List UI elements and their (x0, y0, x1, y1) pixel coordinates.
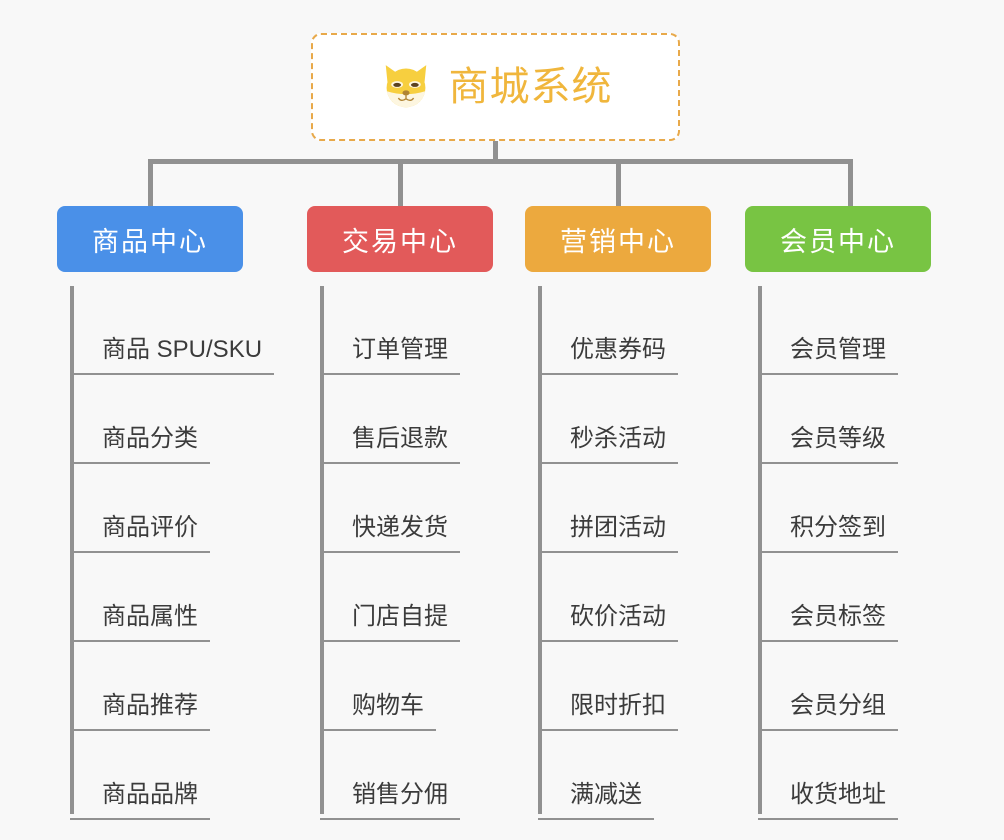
list-item[interactable]: 收货地址 (758, 731, 931, 820)
list-item[interactable]: 砍价活动 (538, 553, 711, 642)
column-header-product-center[interactable]: 商品中心 (57, 206, 243, 272)
connector-root-stem (493, 141, 498, 164)
list-item-label: 会员等级 (758, 425, 898, 464)
list-item[interactable]: 快递发货 (320, 464, 493, 553)
column-header-label: 营销中心 (560, 226, 676, 257)
column-header-trade-center[interactable]: 交易中心 (307, 206, 493, 272)
list-item[interactable]: 订单管理 (320, 286, 493, 375)
root-node-label: 商城系统 (448, 65, 613, 109)
root-node-mall-system[interactable]: 商城系统 (311, 33, 680, 141)
list-item[interactable]: 售后退款 (320, 375, 493, 464)
column-body: 商品 SPU/SKU 商品分类 商品评价 商品属性 商品推荐 商品品牌 (57, 286, 275, 820)
list-item-label: 商品评价 (70, 514, 210, 553)
shiba-dog-face-icon (379, 60, 433, 114)
list-item[interactable]: 会员等级 (758, 375, 931, 464)
column-header-label: 商品中心 (92, 226, 208, 257)
list-item[interactable]: 拼团活动 (538, 464, 711, 553)
column-header-marketing-center[interactable]: 营销中心 (525, 206, 711, 272)
list-item[interactable]: 会员分组 (758, 642, 931, 731)
list-item-label: 门店自提 (320, 603, 460, 642)
connector-drop-column-3 (616, 159, 621, 207)
list-item[interactable]: 商品评价 (70, 464, 243, 553)
column-header-label: 交易中心 (342, 226, 458, 257)
list-item[interactable]: 门店自提 (320, 553, 493, 642)
connector-drop-column-4 (848, 159, 853, 207)
column-spine (70, 286, 74, 814)
column-header-member-center[interactable]: 会员中心 (745, 206, 931, 272)
list-item-label: 商品推荐 (70, 692, 210, 731)
list-item[interactable]: 销售分佣 (320, 731, 493, 820)
list-item[interactable]: 积分签到 (758, 464, 931, 553)
connector-drop-column-1 (148, 159, 153, 207)
list-item-label: 积分签到 (758, 514, 898, 553)
list-item-label: 收货地址 (758, 781, 898, 820)
list-item[interactable]: 会员标签 (758, 553, 931, 642)
list-item-label: 售后退款 (320, 425, 460, 464)
list-item-label: 商品分类 (70, 425, 210, 464)
list-item[interactable]: 购物车 (320, 642, 493, 731)
list-item-label: 会员分组 (758, 692, 898, 731)
column-marketing-center: 营销中心 优惠券码 秒杀活动 拼团活动 砍价活动 限时折扣 满减送 (525, 206, 711, 820)
list-item[interactable]: 优惠券码 (538, 286, 711, 375)
column-body: 会员管理 会员等级 积分签到 会员标签 会员分组 收货地址 (745, 286, 931, 820)
list-item-label: 购物车 (320, 692, 436, 731)
list-item-label: 砍价活动 (538, 603, 678, 642)
column-spine (538, 286, 542, 814)
list-item-label: 商品 SPU/SKU (70, 336, 275, 375)
column-trade-center: 交易中心 订单管理 售后退款 快递发货 门店自提 购物车 销售分佣 (307, 206, 493, 820)
list-item-label: 订单管理 (320, 336, 460, 375)
list-item-label: 秒杀活动 (538, 425, 678, 464)
column-body: 订单管理 售后退款 快递发货 门店自提 购物车 销售分佣 (307, 286, 493, 820)
list-item[interactable]: 商品属性 (70, 553, 243, 642)
list-item-label: 限时折扣 (538, 692, 678, 731)
list-item[interactable]: 商品品牌 (70, 731, 243, 820)
column-spine (320, 286, 324, 814)
list-item[interactable]: 商品分类 (70, 375, 243, 464)
list-item[interactable]: 满减送 (538, 731, 711, 820)
column-member-center: 会员中心 会员管理 会员等级 积分签到 会员标签 会员分组 收货地址 (745, 206, 931, 820)
column-product-center: 商品中心 商品 SPU/SKU 商品分类 商品评价 商品属性 商品推荐 商品品牌 (57, 206, 275, 820)
list-item[interactable]: 秒杀活动 (538, 375, 711, 464)
list-item-label: 商品属性 (70, 603, 210, 642)
list-item-label: 满减送 (538, 781, 654, 820)
list-item[interactable]: 限时折扣 (538, 642, 711, 731)
column-spine (758, 286, 762, 814)
connector-horizontal-bus (148, 159, 853, 164)
list-item-label: 优惠券码 (538, 336, 678, 375)
column-body: 优惠券码 秒杀活动 拼团活动 砍价活动 限时折扣 满减送 (525, 286, 711, 820)
column-header-label: 会员中心 (780, 226, 896, 257)
list-item-label: 会员标签 (758, 603, 898, 642)
list-item[interactable]: 商品 SPU/SKU (70, 286, 275, 375)
list-item-label: 会员管理 (758, 336, 898, 375)
list-item-label: 销售分佣 (320, 781, 460, 820)
connector-drop-column-2 (398, 159, 403, 207)
list-item-label: 快递发货 (320, 514, 460, 553)
list-item-label: 商品品牌 (70, 781, 210, 820)
list-item[interactable]: 商品推荐 (70, 642, 243, 731)
list-item[interactable]: 会员管理 (758, 286, 931, 375)
list-item-label: 拼团活动 (538, 514, 678, 553)
